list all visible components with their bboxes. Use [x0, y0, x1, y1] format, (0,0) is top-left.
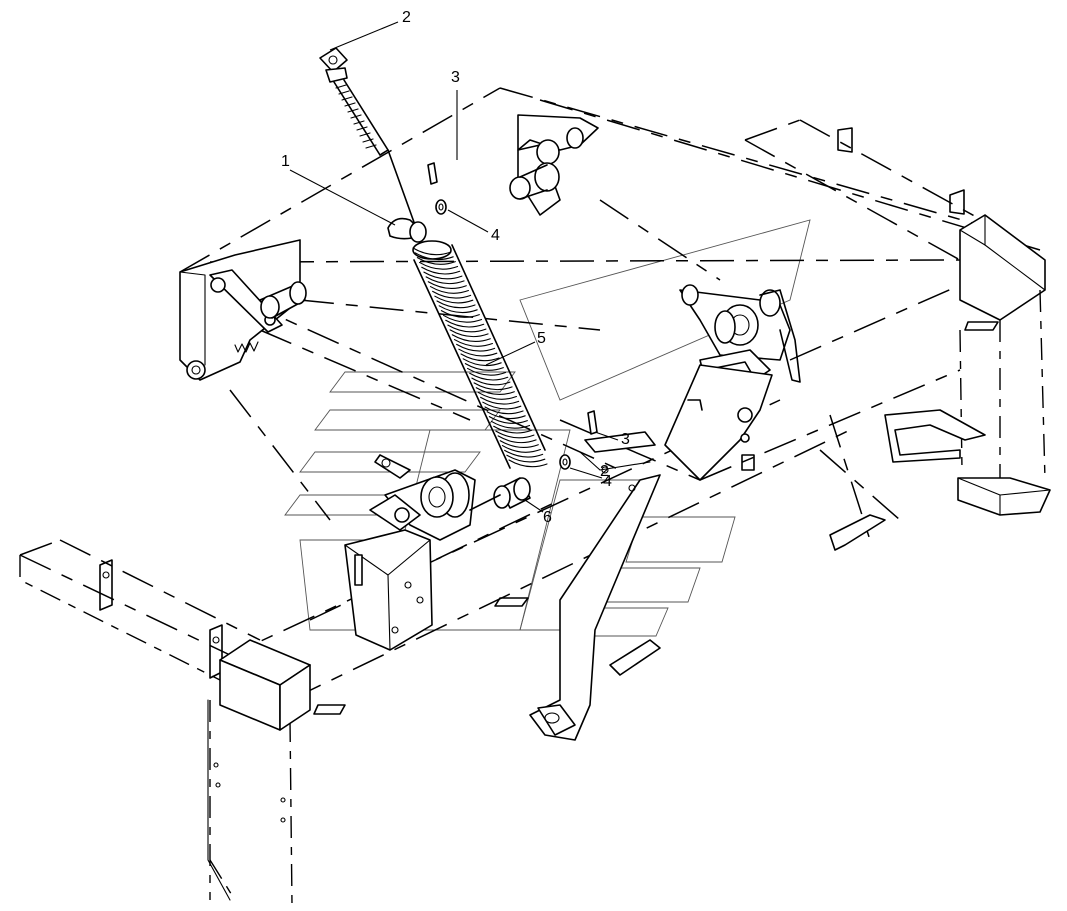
part-4-washer-upper [435, 199, 447, 215]
spring-coil [453, 338, 494, 347]
spring-coil [490, 420, 531, 429]
lower-left-pivot [344, 454, 476, 651]
spring-coil [475, 387, 515, 395]
part-2-eyebolt [319, 47, 416, 226]
callout-4-top: 4 [491, 227, 500, 244]
part-1-hook [387, 217, 427, 243]
right-post [884, 214, 1051, 516]
cross-bar [584, 431, 656, 492]
part-3-pin-lower [587, 410, 598, 435]
frame-tabs [99, 127, 999, 715]
spring-end-top [412, 240, 452, 260]
spring-coil [488, 416, 528, 424]
spring-coil [429, 285, 470, 294]
spring-coil [501, 444, 542, 453]
spring-coil [506, 454, 546, 463]
spring-coil [460, 353, 500, 362]
spring-coil [427, 281, 467, 289]
spring-coil [464, 363, 504, 371]
spring-coil [477, 391, 518, 400]
spring-coil [451, 334, 491, 342]
spring-coil [486, 411, 526, 420]
left-beam-end [207, 639, 311, 901]
spring-coil [445, 319, 485, 328]
spring-coil [412, 247, 452, 256]
spring-coil [418, 261, 459, 270]
callout-2-top: 2 [402, 9, 411, 26]
spring-coil [473, 382, 513, 391]
callout-1: 1 [281, 153, 290, 170]
spring-coil [458, 348, 498, 357]
spring-coil [495, 430, 535, 439]
leader-lines [289, 21, 619, 513]
spring-coil [484, 406, 524, 415]
spring-coil [499, 440, 539, 448]
spring-coil [449, 329, 489, 338]
left-bracket [179, 239, 307, 381]
spring-coil [421, 266, 461, 275]
part-6-bushing [469, 477, 531, 511]
callout-4-bottom: 4 [603, 473, 612, 490]
right-pivot [529, 284, 886, 741]
callout-3-top: 3 [451, 69, 460, 86]
spring-coil [425, 276, 465, 285]
spring-coil [462, 358, 502, 367]
spring-coil [442, 314, 483, 323]
spring-coil [497, 435, 537, 444]
upper-bracket [509, 114, 599, 216]
spring-coil [440, 310, 480, 318]
callout-3-bottom: 3 [621, 431, 630, 448]
spring-coil [508, 459, 548, 468]
callout-5: 5 [537, 330, 546, 347]
spring-coil [482, 401, 522, 410]
callout-labels: 2 3 1 4 5 3 2 4 6 [281, 9, 630, 526]
spring-coil [423, 271, 463, 280]
spring-coil [416, 257, 456, 265]
spring-coil [469, 372, 509, 381]
spring-coil [480, 396, 520, 405]
spring-coil [493, 425, 533, 434]
spring-coil [447, 324, 487, 333]
spring-coil [414, 252, 454, 261]
spring-coil [432, 290, 472, 299]
spring-coil [471, 377, 511, 386]
spring-coil [466, 367, 507, 376]
spring-coil [436, 300, 476, 309]
spring-coil [504, 449, 544, 458]
spring-coil [438, 305, 478, 314]
part-4-washer-lower [559, 454, 571, 470]
spring-coil [434, 295, 474, 304]
part-5-spring [412, 240, 548, 469]
spring-coil [456, 343, 496, 352]
callout-2-bottom: 2 [600, 463, 609, 480]
part-3-pin-upper [427, 162, 438, 185]
callout-6: 6 [543, 509, 552, 526]
